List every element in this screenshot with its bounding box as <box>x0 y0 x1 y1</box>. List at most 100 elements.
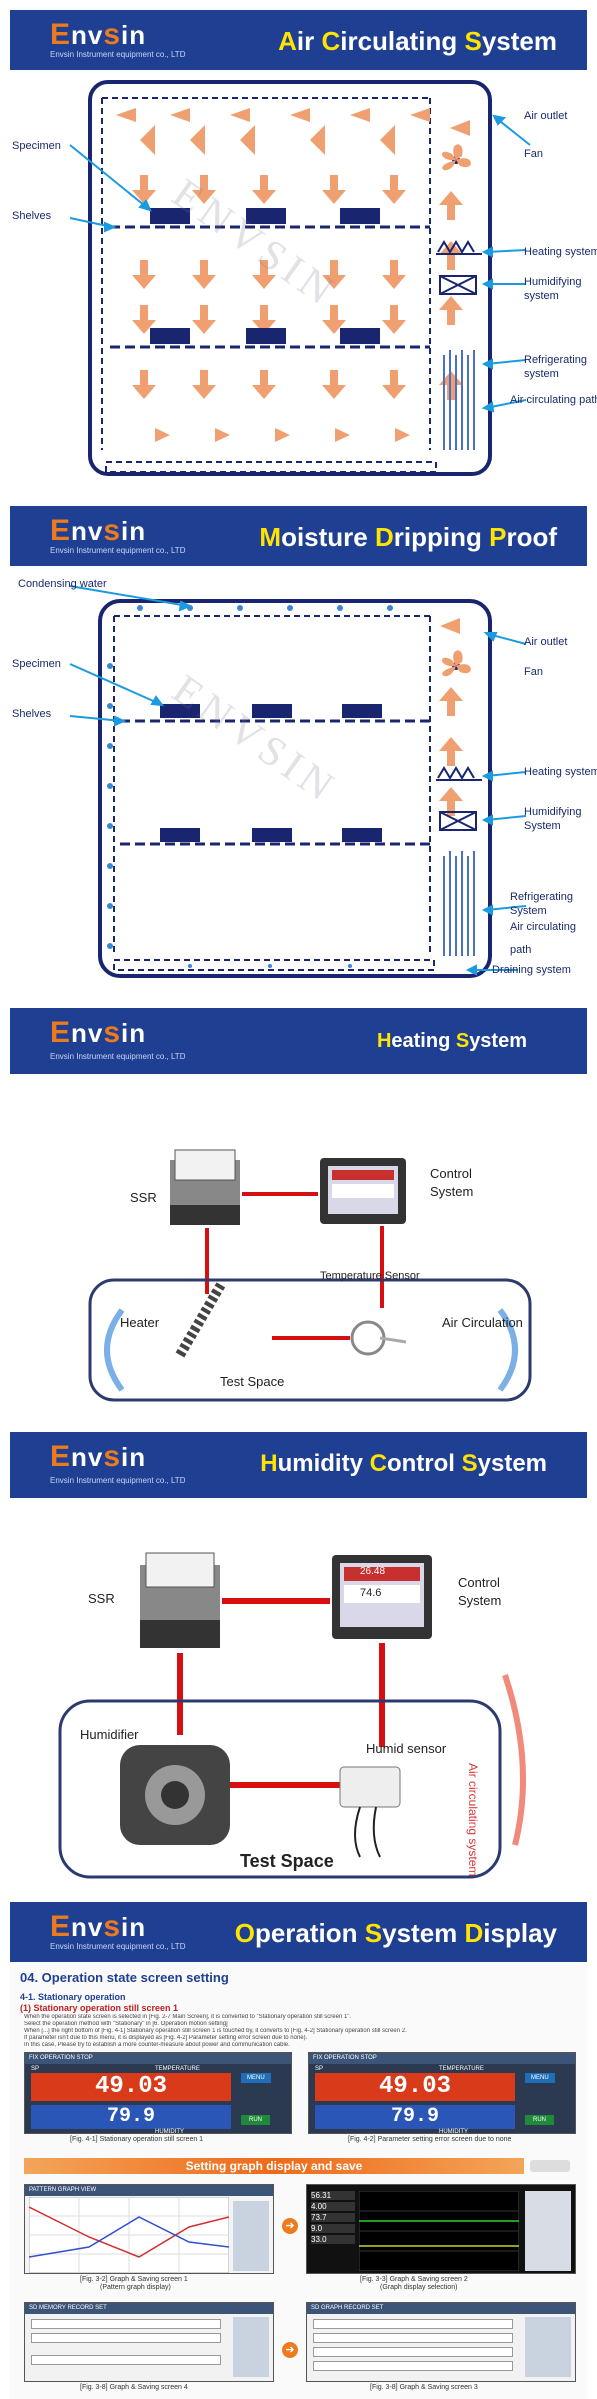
label-control-system: System <box>458 1593 502 1608</box>
pv-label: TEMPERATURE <box>155 2066 200 2072</box>
brand-logo: Envsin <box>50 514 147 547</box>
title-part: C <box>369 1450 387 1477</box>
label-shelves: Shelves <box>12 210 52 222</box>
run-button[interactable]: RUN <box>525 2115 554 2125</box>
section-title: Moisture Dripping Proof <box>259 522 557 553</box>
label-heater: Heater <box>120 1315 160 1330</box>
controller-display-value-2: 74.6 <box>360 1587 382 1599</box>
run-button[interactable]: RUN <box>241 2115 270 2125</box>
brand-logo: Envsin <box>50 1016 147 1049</box>
label-specimen: Specimen <box>12 658 61 670</box>
title-part: ripping <box>393 522 490 552</box>
heater-coil-icon <box>436 240 482 255</box>
label-heating-system: Heating system <box>524 246 597 258</box>
label-control-system: System <box>430 1184 474 1199</box>
label-air-circulating-system: Air circulating system <box>466 1763 480 1877</box>
label-humidifying-2: system <box>524 290 559 302</box>
pv-label: TEMPERATURE <box>439 2066 484 2072</box>
label-draining-system: Draining system <box>492 964 571 976</box>
section-title: Operation System Display <box>235 1918 557 1949</box>
menu-button[interactable]: MENU <box>241 2073 271 2083</box>
label-humidifying-2: System <box>524 820 561 832</box>
caption-fig-3-2-sub: (Pattern graph display) <box>100 2284 171 2291</box>
caption-fig-3-3: [Fig. 3-3] Graph & Saving screen 2 <box>360 2276 468 2283</box>
graph-settings-banner: Setting graph display and save <box>24 2158 524 2174</box>
temperature-sensor-icon <box>350 1320 407 1356</box>
air-arrows <box>116 108 470 442</box>
record-row[interactable] <box>31 2355 221 2365</box>
label-specimen: Specimen <box>12 140 61 152</box>
operation-display-panel: 04. Operation state screen setting 4-1. … <box>10 1962 587 2399</box>
graph-side-panel <box>525 2191 571 2271</box>
record-row[interactable] <box>313 2347 513 2357</box>
operation-line: Select the operation method with "Statio… <box>24 2021 228 2027</box>
heating-system-diagram: 74.0 SSR Control System Temperature Sens… <box>10 1080 587 1420</box>
title-part: oisture <box>281 522 375 552</box>
next-arrow-icon: ➔ <box>282 2342 298 2358</box>
menu-button[interactable]: MENU <box>525 2073 555 2083</box>
title-part: S <box>461 1450 478 1477</box>
label-humidifier: Humidifier <box>80 1727 139 1742</box>
caption-fig-3-8b: [Fig. 3-8] Graph & Saving screen 3 <box>370 2384 478 2391</box>
moist-arrows <box>439 618 463 816</box>
operation-line: When [...] the right bottom of [Fig. 4-1… <box>24 2028 407 2034</box>
label-refrigerating: Refrigerating <box>510 891 573 903</box>
pattern-graph <box>29 2197 229 2273</box>
sp-label: SP <box>315 2066 324 2072</box>
label-ssr: SSR <box>88 1591 115 1606</box>
graph-screen-1: PATTERN GRAPH VIEW <box>24 2184 274 2274</box>
title-part: ystem <box>477 1450 547 1477</box>
screen-title: FIX OPERATION STOP <box>25 2053 291 2064</box>
side-buttons <box>525 2317 571 2377</box>
brand-subtitle: Envsin Instrument equipment co., LTD <box>50 1476 186 1485</box>
label-refrigerating-2: System <box>510 905 547 917</box>
record-row[interactable] <box>31 2333 221 2343</box>
title-part: peration <box>254 1918 365 1948</box>
label-shelves: Shelves <box>12 708 52 720</box>
label-test-space: Test Space <box>220 1374 285 1389</box>
label-ssr: SSR <box>130 1190 157 1205</box>
next-arrow-icon: ➔ <box>282 2218 298 2234</box>
banner-air-circulating: Envsin Envsin Instrument equipment co., … <box>10 10 587 70</box>
brand-logo: Envsin <box>50 18 147 51</box>
graph-values-column: 56.31 4.00 73.7 9.0 33.0 <box>311 2191 355 2271</box>
controller-icon <box>332 1555 432 1639</box>
caption-fig-4-1: [Fig. 4-1] Stationary operation still sc… <box>70 2136 204 2143</box>
label-air-path: Air circulating <box>510 921 577 933</box>
side-buttons <box>233 2317 269 2377</box>
title-part: roof <box>506 522 557 552</box>
title-part: C <box>321 26 341 56</box>
record-row[interactable] <box>313 2333 513 2343</box>
label-humid-sensor: Humid sensor <box>366 1741 447 1756</box>
screen-title: FIX OPERATION STOP <box>309 2053 575 2064</box>
title-part: P <box>489 522 507 552</box>
title-part: H <box>260 1450 278 1477</box>
humid-sensor-icon <box>339 1766 401 1858</box>
stationary-screen-2: FIX OPERATION STOP SP TEMPERATURE 49.03 … <box>308 2052 576 2135</box>
title-part: ystem <box>382 1918 465 1948</box>
label-fan: Fan <box>524 148 543 160</box>
label-humidifying: Humidifying <box>524 806 582 818</box>
record-row[interactable] <box>313 2361 513 2371</box>
screen-title: SD MEMORY RECORD SET <box>25 2303 273 2314</box>
record-row[interactable] <box>31 2319 221 2329</box>
sp-label: SP <box>31 2066 40 2072</box>
graph-screen-2: 56.31 4.00 73.7 9.0 33.0 <box>306 2184 576 2274</box>
label-air-path-2: path <box>510 944 532 956</box>
graph-value: 56.31 <box>311 2191 355 2200</box>
label-control: Control <box>458 1575 500 1590</box>
record-row[interactable] <box>313 2319 513 2329</box>
operation-subheading-1: 4-1. Stationary operation <box>20 1992 126 2002</box>
humidity-readout: 79.9 <box>315 2105 515 2129</box>
title-part: S <box>364 1918 383 1948</box>
ssr-icon <box>140 1552 220 1648</box>
label-refrigerating-2: system <box>524 368 559 380</box>
humidifier-icon <box>439 811 477 831</box>
title-part: M <box>259 522 282 552</box>
operation-line: If parameter isn't due to this menu, it … <box>24 2035 308 2041</box>
specimen-blocks <box>160 704 382 842</box>
label-air-path: Air circulating path <box>510 394 597 406</box>
stationary-screen-1: FIX OPERATION STOP SP TEMPERATURE 49.03 … <box>24 2052 292 2135</box>
banner-heating-system: Envsin Envsin Instrument equipment co., … <box>10 1008 587 1074</box>
refrigerator-coil-icon <box>443 851 475 956</box>
